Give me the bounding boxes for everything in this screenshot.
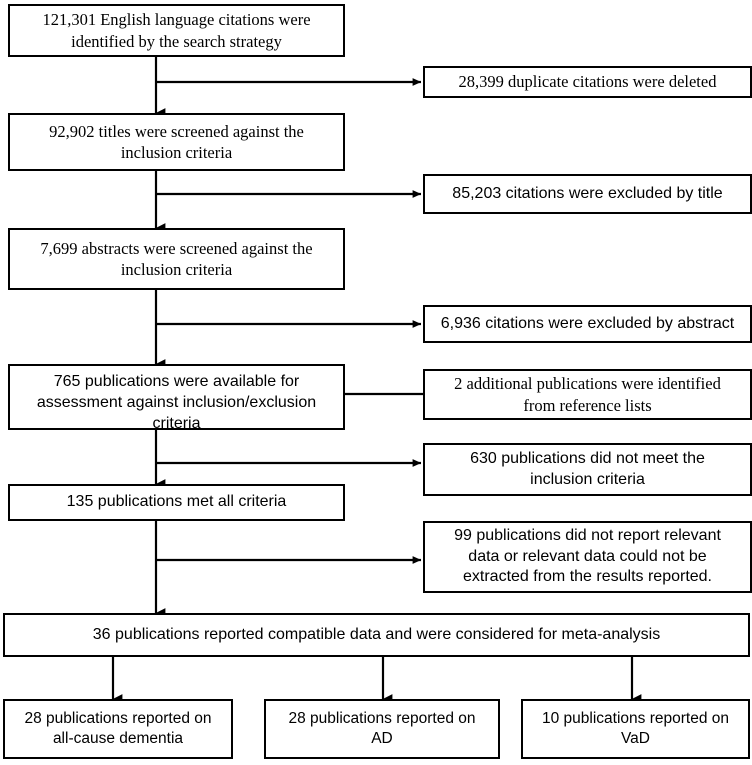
node-duplicates-removed-label: 28,399 duplicate citations were deleted: [458, 72, 717, 92]
node-meta-analysis-label: 36 publications reported compatible data…: [92, 625, 661, 643]
node-duplicates-removed: 28,399 duplicate citations were deleted: [423, 66, 752, 98]
node-additional-from-references-label: 2 additional publications were identifie…: [454, 374, 721, 415]
node-meta-analysis: 36 publications reported compatible data…: [3, 613, 750, 657]
node-met-all-criteria-label: 135 publications met all criteria: [66, 493, 287, 511]
node-excluded-by-abstract-label: 6,936 citations were excluded by abstrac…: [440, 314, 735, 332]
node-excluded-by-title: 85,203 citations were excluded by title: [423, 174, 752, 214]
node-excluded-by-abstract: 6,936 citations were excluded by abstrac…: [423, 305, 752, 343]
node-abstracts-screened-label: 7,699 abstracts were screened against th…: [40, 238, 313, 279]
node-excluded-by-title-label: 85,203 citations were excluded by title: [452, 184, 723, 202]
node-additional-from-references: 2 additional publications were identifie…: [423, 369, 752, 420]
node-abstracts-screened: 7,699 abstracts were screened against th…: [8, 228, 345, 290]
node-met-all-criteria: 135 publications met all criteria: [8, 484, 345, 521]
